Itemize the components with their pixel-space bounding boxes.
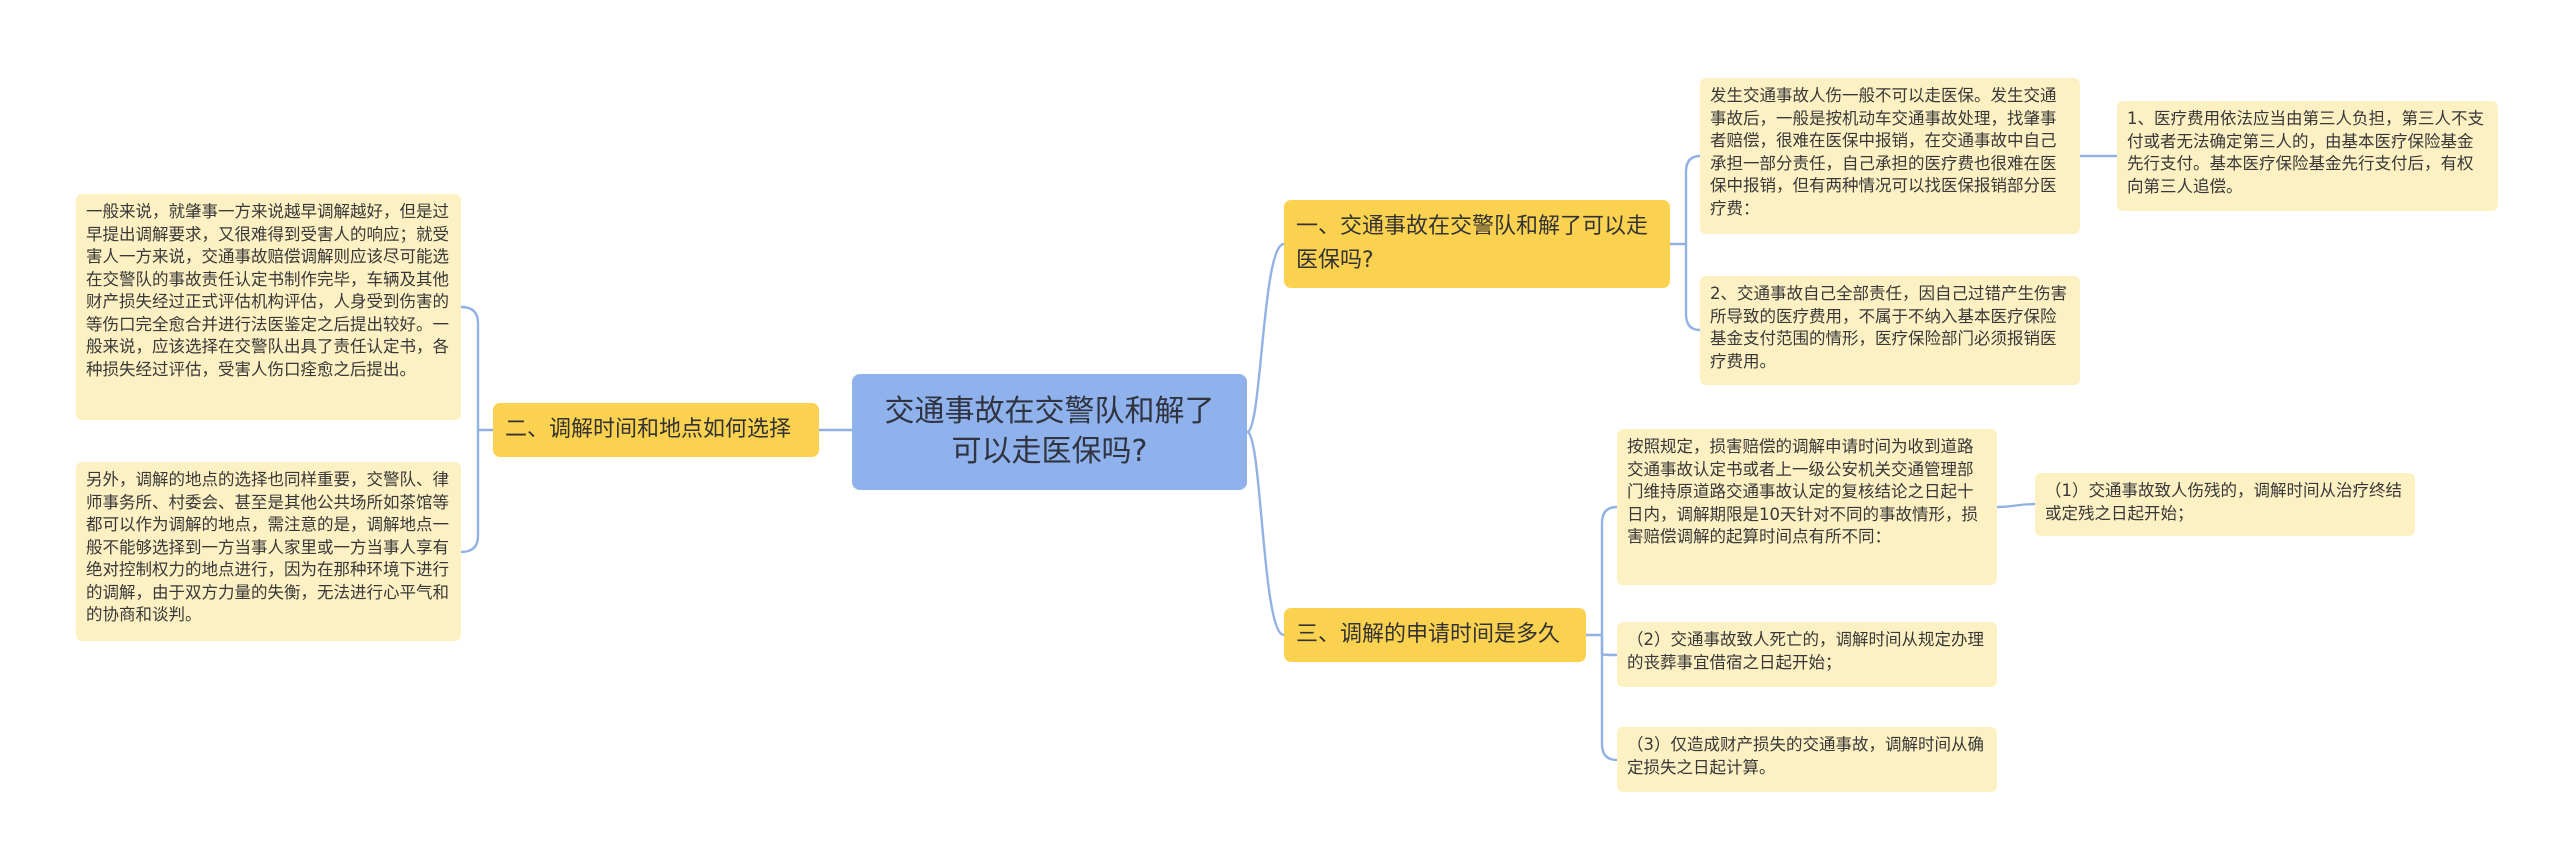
mindmap-root-node[interactable]: 交通事故在交警队和解了可以走医保吗? bbox=[852, 374, 1247, 490]
leaf-text: 1、医疗费用依法应当由第三人负担，第三人不支付或者无法确定第三人的，由基本医疗保… bbox=[2127, 109, 2484, 196]
connector-b3-c1 bbox=[1586, 505, 1618, 637]
leaf-node-full-responsibility[interactable]: 2、交通事故自己全部责任，因自己过错产生伤害所导致的医疗费用，不属于不纳入基本医… bbox=[1700, 276, 2080, 385]
root-label: 交通事故在交警队和解了可以走医保吗? bbox=[884, 394, 1215, 469]
leaf-text: 发生交通事故人伤一般不可以走医保。发生交通事故后，一般是按机动车交通事故处理，找… bbox=[1710, 86, 2057, 218]
leaf-text: （1）交通事故致人伤残的，调解时间从治疗终结或定残之日起开始； bbox=[2045, 481, 2402, 523]
connector-b3-c3 bbox=[1600, 635, 1618, 762]
branch-label: 三、调解的申请时间是多久 bbox=[1296, 622, 1561, 647]
leaf-node-location[interactable]: 另外，调解的地点的选择也同样重要，交警队、律师事务所、村委会、甚至是其他公共场所… bbox=[76, 462, 461, 641]
connector-root-b3 bbox=[1245, 430, 1285, 637]
leaf-node-death-case[interactable]: （2）交通事故致人死亡的，调解时间从规定办理的丧葬事宜借宿之日起开始； bbox=[1617, 622, 1997, 687]
leaf-text: 另外，调解的地点的选择也同样重要，交警队、律师事务所、村委会、甚至是其他公共场所… bbox=[86, 470, 449, 624]
leaf-node-regulation[interactable]: 按照规定，损害赔偿的调解申请时间为收到道路交通事故认定书或者上一级公安机关交通管… bbox=[1617, 429, 1997, 585]
leaf-node-timing[interactable]: 一般来说，就肇事一方来说越早调解越好，但是过早提出调解要求，又很难得到受害人的响… bbox=[76, 194, 461, 420]
connector-b2-c2 bbox=[460, 430, 480, 554]
leaf-text: 一般来说，就肇事一方来说越早调解越好，但是过早提出调解要求，又很难得到受害人的响… bbox=[86, 202, 449, 379]
branch-label: 二、调解时间和地点如何选择 bbox=[505, 417, 792, 442]
connector-b1-c1 bbox=[1670, 154, 1701, 246]
leaf-text: （3）仅造成财产损失的交通事故，调解时间从确定损失之日起计算。 bbox=[1627, 735, 1984, 777]
leaf-node-disability-case[interactable]: （1）交通事故致人伤残的，调解时间从治疗终结或定残之日起开始； bbox=[2035, 473, 2415, 536]
branch-node-application-period[interactable]: 三、调解的申请时间是多久 bbox=[1284, 608, 1586, 662]
connector-b1-c2 bbox=[1684, 244, 1701, 332]
leaf-node-property-case[interactable]: （3）仅造成财产损失的交通事故，调解时间从确定损失之日起计算。 bbox=[1617, 727, 1997, 792]
branch-node-medical-insurance[interactable]: 一、交通事故在交警队和解了可以走医保吗? bbox=[1284, 200, 1670, 288]
connector-root-b1 bbox=[1245, 242, 1285, 434]
connector-b3c1-c1-1 bbox=[1996, 502, 2036, 509]
leaf-node-insurance-overview[interactable]: 发生交通事故人伤一般不可以走医保。发生交通事故后，一般是按机动车交通事故处理，找… bbox=[1700, 78, 2080, 234]
connector-b3-c2 bbox=[1600, 635, 1618, 657]
leaf-text: 2、交通事故自己全部责任，因自己过错产生伤害所导致的医疗费用，不属于不纳入基本医… bbox=[1710, 284, 2067, 371]
leaf-node-third-party[interactable]: 1、医疗费用依法应当由第三人负担，第三人不支付或者无法确定第三人的，由基本医疗保… bbox=[2117, 101, 2498, 211]
leaf-text: 按照规定，损害赔偿的调解申请时间为收到道路交通事故认定书或者上一级公安机关交通管… bbox=[1627, 437, 1978, 546]
connector-b2-c1 bbox=[460, 305, 493, 432]
branch-node-time-and-place[interactable]: 二、调解时间和地点如何选择 bbox=[493, 403, 819, 457]
leaf-text: （2）交通事故致人死亡的，调解时间从规定办理的丧葬事宜借宿之日起开始； bbox=[1627, 630, 1984, 672]
branch-label: 一、交通事故在交警队和解了可以走医保吗? bbox=[1296, 214, 1649, 273]
